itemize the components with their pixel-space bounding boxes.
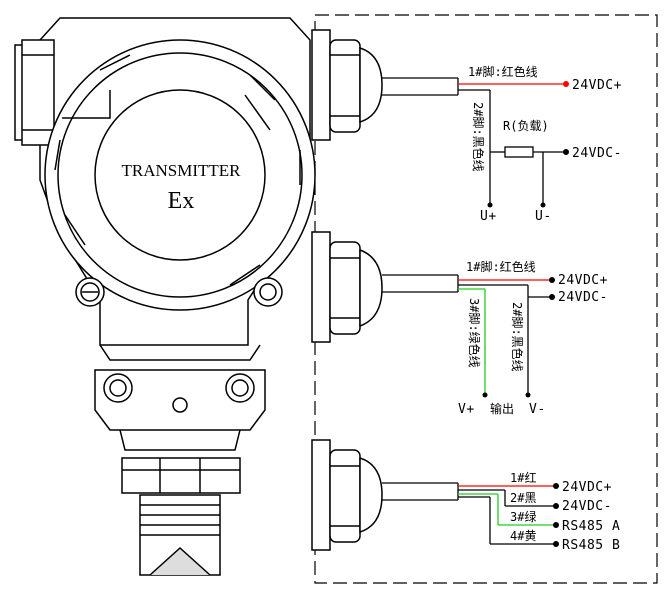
circuit-1-wiring bbox=[382, 77, 565, 205]
circuit-3-terminal: 24VDC+ bbox=[562, 480, 612, 495]
terminal-dot bbox=[553, 522, 559, 528]
transmitter-title: TRANSMITTER bbox=[122, 161, 242, 180]
circuit-1-neg-terminal: 24VDC- bbox=[572, 146, 622, 161]
circuit-2-wire1-label: 1#脚:红色线 bbox=[466, 259, 536, 274]
terminal-dot bbox=[482, 392, 488, 398]
circuit-1-wire2-label: 2#脚:黑色线 bbox=[471, 102, 486, 172]
circuit-1-wire1-label: 1#脚:红色线 bbox=[468, 64, 538, 79]
circuit-2-wire3-label: 3#脚:绿色线 bbox=[467, 298, 482, 368]
circuit-2-wiring bbox=[382, 274, 552, 395]
transmitter-housing bbox=[14, 17, 316, 576]
terminal-dot bbox=[525, 392, 531, 398]
circuit-1-u-minus: U- bbox=[535, 209, 552, 224]
circuit-2-v-minus: V- bbox=[529, 402, 546, 417]
circuit-2-output: 输出 bbox=[490, 401, 514, 416]
terminal-dot bbox=[549, 277, 555, 283]
terminal-dot bbox=[563, 81, 569, 87]
circuit-1-pos-terminal: 24VDC+ bbox=[572, 78, 622, 93]
terminal-dot bbox=[553, 541, 559, 547]
terminal-dot bbox=[563, 149, 569, 155]
circuit-3-wiring bbox=[382, 482, 556, 545]
circuit-2-neg-terminal: 24VDC- bbox=[558, 290, 608, 305]
circuit-3-terminal: RS485 B bbox=[562, 538, 620, 553]
circuit-1-u-plus: U+ bbox=[480, 209, 497, 224]
circuit-3-terminal: 24VDC- bbox=[562, 499, 612, 514]
transmitter-ex-mark: Ex bbox=[168, 188, 195, 214]
terminal-dot bbox=[549, 294, 555, 300]
circuit-2-wire2-label: 2#脚:黑色线 bbox=[510, 302, 525, 372]
cable-gland-3 bbox=[311, 439, 383, 551]
circuit-1-load-label: R(负载) bbox=[503, 119, 549, 133]
terminal-dot bbox=[487, 202, 493, 208]
terminal-dot bbox=[553, 503, 559, 509]
wiring-boundary bbox=[314, 14, 658, 584]
circuit-3-terminal: RS485 A bbox=[562, 519, 620, 534]
circuit-3-wire-label: 4#黄 bbox=[510, 529, 536, 543]
circuit-3-wire-label: 1#红 bbox=[510, 470, 536, 485]
circuit-3-wire-label: 3#绿 bbox=[510, 509, 536, 524]
cable-gland-2 bbox=[311, 231, 383, 343]
circuit-2-v-plus: V+ bbox=[458, 402, 475, 417]
terminal-dot bbox=[540, 202, 546, 208]
cable-gland-1 bbox=[311, 29, 383, 141]
circuit-2-pos-terminal: 24VDC+ bbox=[558, 273, 608, 288]
circuit-3-wire-label: 2#黑 bbox=[510, 491, 536, 505]
terminal-dot bbox=[553, 483, 559, 489]
